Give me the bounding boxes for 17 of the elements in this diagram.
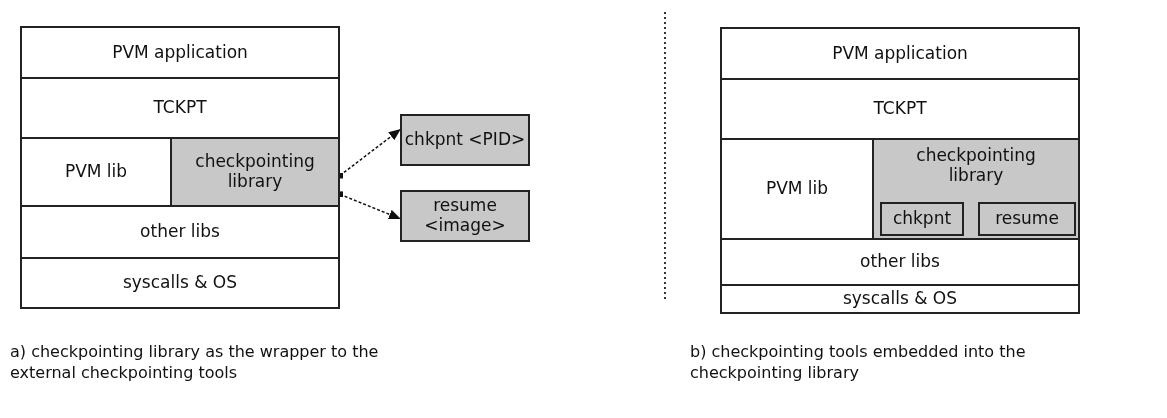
- library-layer: [872, 138, 1080, 240]
- layer-box: chkpnt <PID>: [400, 114, 530, 166]
- layer-box: syscalls & OS: [720, 284, 1080, 314]
- layer-box: checkpointing library: [170, 137, 340, 207]
- layer-box: PVM application: [20, 26, 340, 79]
- layer-box: syscalls & OS: [20, 257, 340, 309]
- layer-box: TCKPT: [720, 78, 1080, 140]
- layer-label: checkpointing library: [915, 146, 1037, 186]
- tool-box: resume: [978, 202, 1076, 236]
- layer-box: TCKPT: [20, 77, 340, 139]
- figure-caption: b) checkpointing tools embedded into the checkpointing library: [690, 342, 1027, 384]
- figure-caption: a) checkpointing library as the wrapper to the external checkpointing tools: [10, 342, 380, 384]
- tool-box: chkpnt: [880, 202, 964, 236]
- layer-box: other libs: [20, 205, 340, 259]
- layer-box: other libs: [720, 238, 1080, 286]
- layer-box: PVM application: [720, 27, 1080, 80]
- layer-box: resume <image>: [400, 190, 530, 242]
